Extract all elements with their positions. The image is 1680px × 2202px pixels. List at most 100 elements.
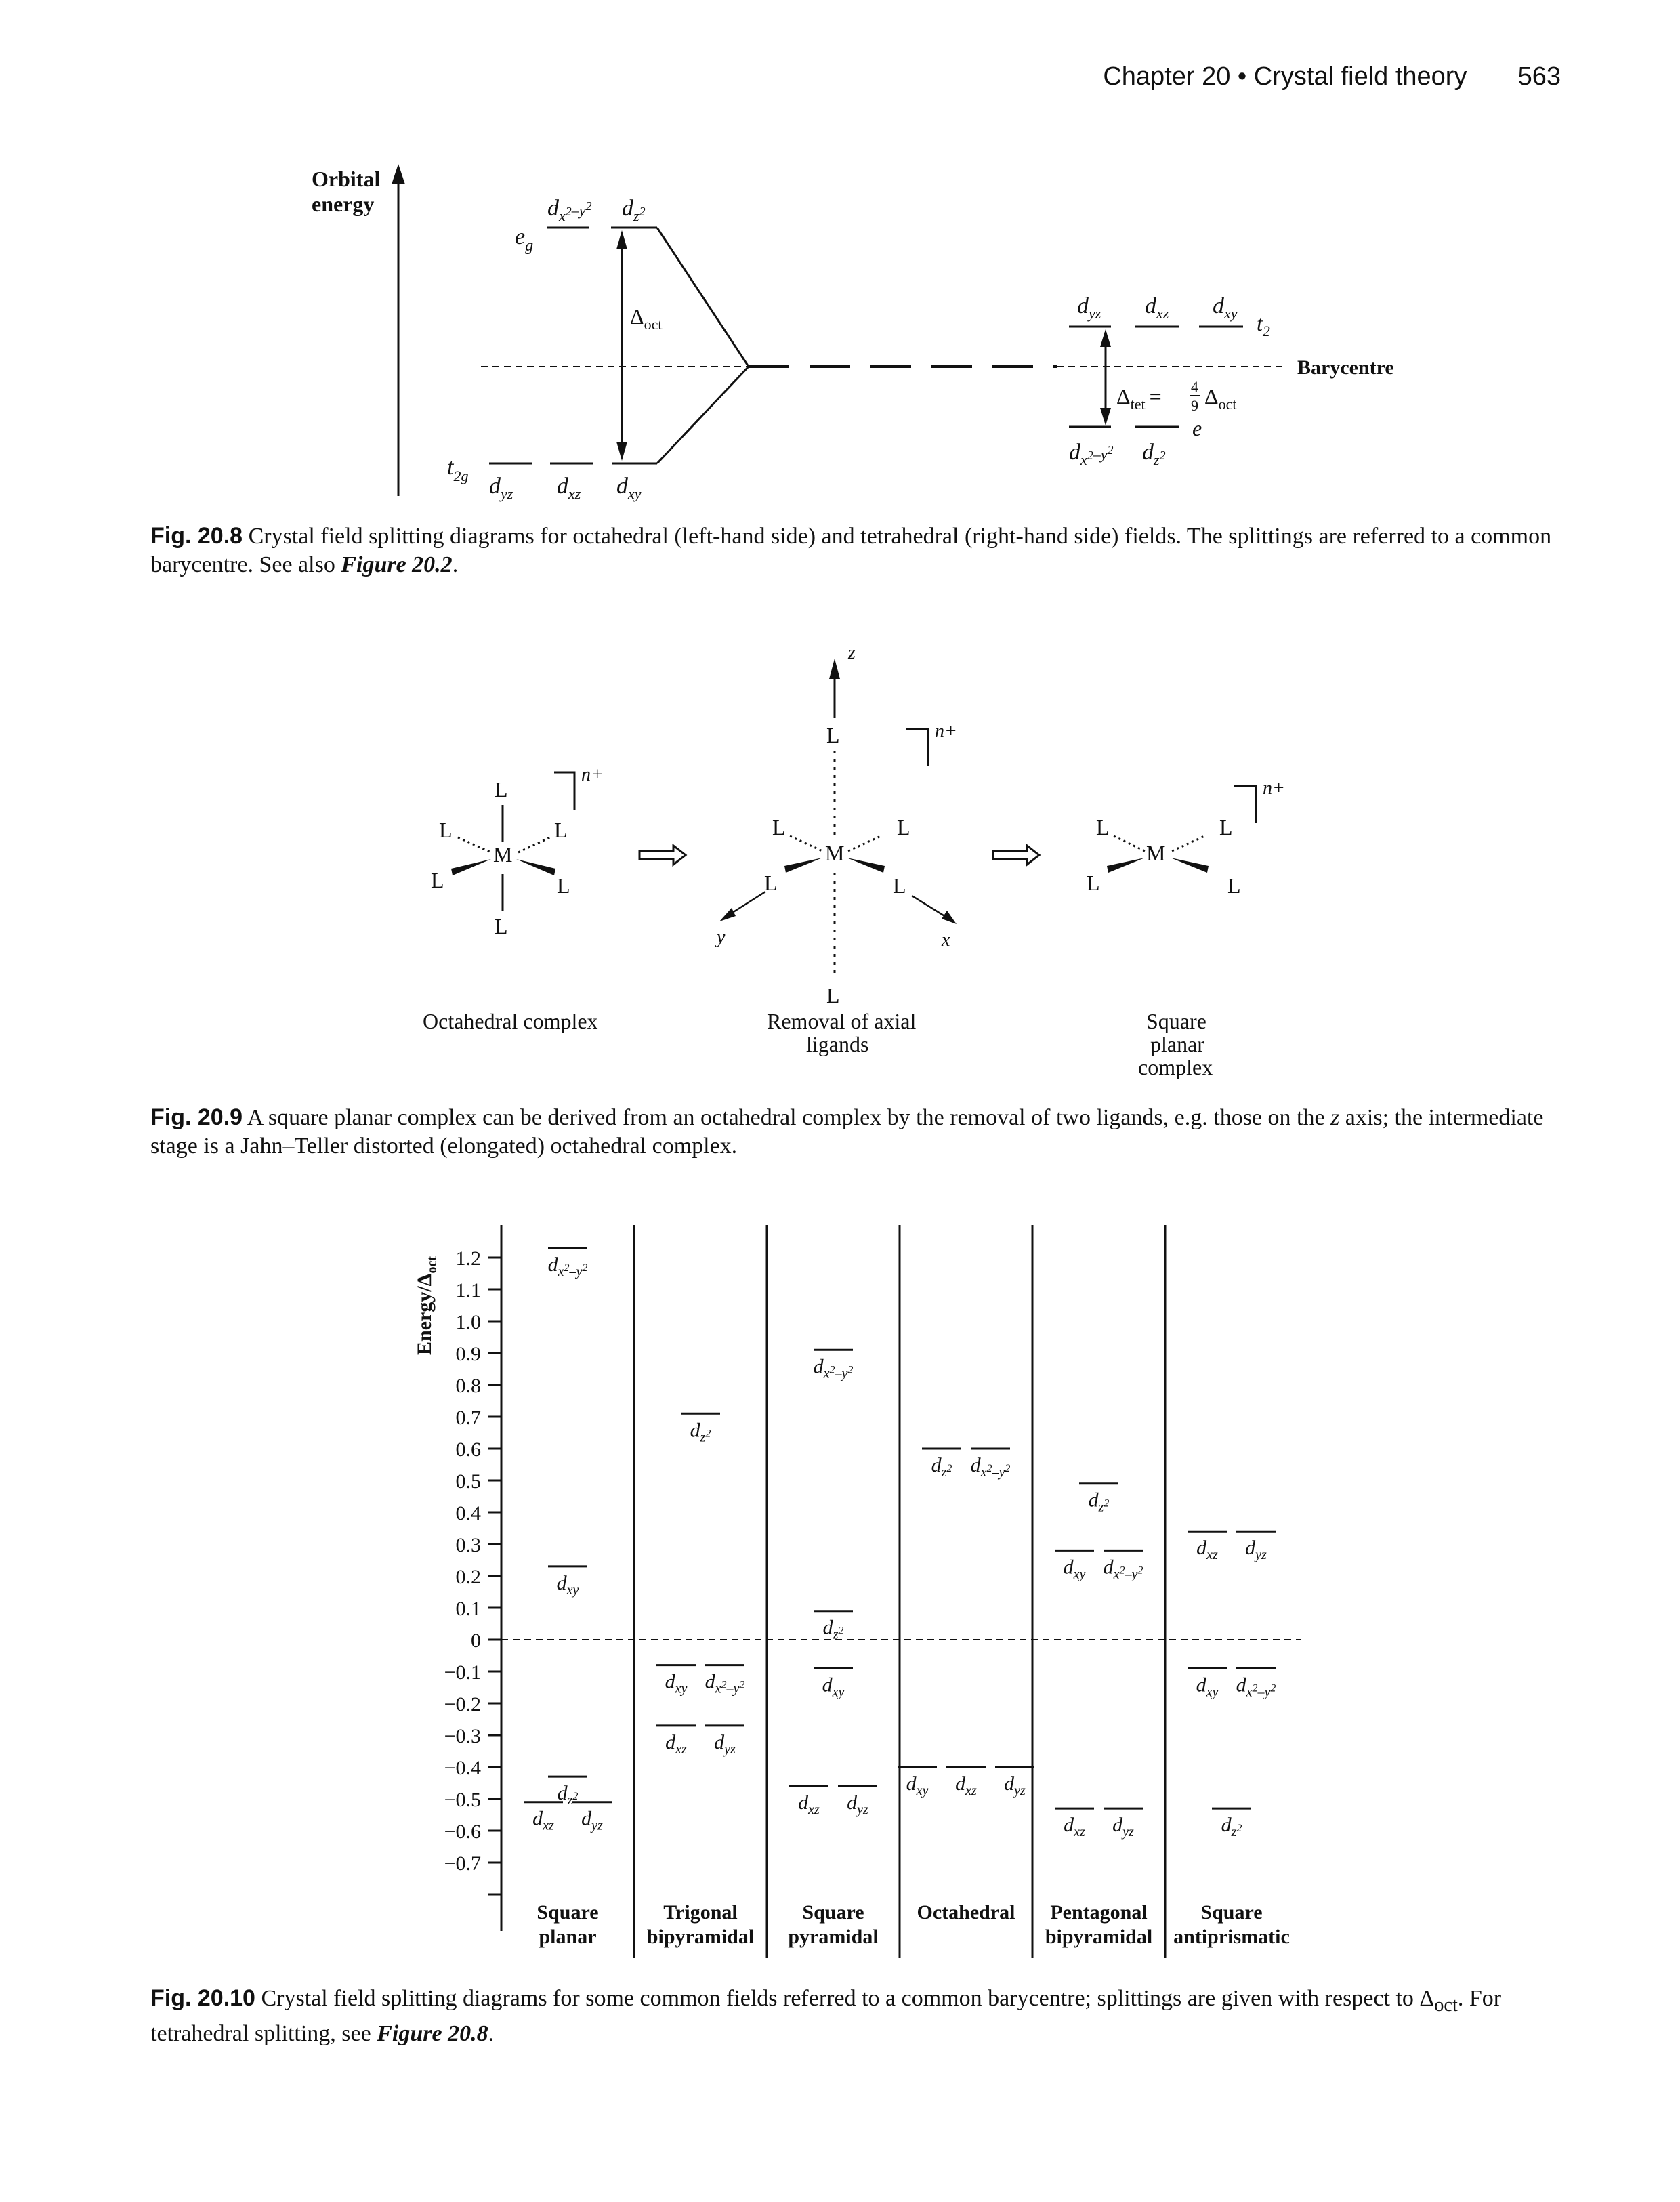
sq-metal-center: M	[1146, 841, 1165, 865]
charge-label: n+	[581, 764, 604, 785]
y-tick-label: −0.5	[444, 1789, 481, 1811]
label-square-line3: complex	[1138, 1055, 1213, 1079]
orbital-label-dxz: dxz	[955, 1772, 977, 1798]
orbital-label-dxz: dxz	[1064, 1814, 1085, 1840]
e-label: e	[1192, 416, 1202, 440]
y-axis-label: y	[715, 927, 726, 948]
sq-ligand-front-right: L	[1227, 873, 1241, 898]
caption-sub: oct	[1434, 1994, 1458, 2016]
caption-text: Crystal field splitting diagrams for oct…	[150, 524, 1552, 577]
t2-label: t2	[1257, 311, 1270, 339]
metal-center-2: M	[825, 841, 844, 865]
ligand-front-left-2: L	[764, 871, 778, 895]
caption-label: Fig. 20.10	[150, 1985, 255, 2011]
caption-fig-20-9: Fig. 20.9 A square planar complex can be…	[150, 1103, 1553, 1161]
y-axis-label: Energy/Δoct	[413, 1256, 440, 1355]
ligand-top: L	[495, 777, 508, 802]
delta-tet-equation: Δtet=	[1116, 384, 1162, 413]
arrow-right-2	[992, 843, 1041, 867]
ligand-back-left-2: L	[772, 815, 786, 839]
chapter-title: Crystal field theory	[1253, 62, 1467, 91]
caption-figure-ref: Figure 20.2	[341, 552, 453, 577]
orbital-label-dx2-y2: dx2–y2	[1104, 1556, 1143, 1581]
geometry-label-2: planar	[539, 1926, 596, 1948]
arrow-right-1	[638, 843, 688, 867]
orbital-label-dz2: dz2	[558, 1782, 579, 1808]
y-tick-label: 0.5	[456, 1470, 482, 1493]
caption-z: z	[1330, 1105, 1340, 1130]
orbital-label-dz2: dz2	[931, 1454, 952, 1480]
orbital-label-dxy: dxy	[665, 1671, 688, 1697]
t2g-label: t2g	[447, 455, 468, 484]
orbital-dxy-oct: dxy	[616, 474, 642, 502]
orbital-label-dx2-y2: dx2–y2	[705, 1671, 745, 1697]
fraction-numerator: 4	[1191, 378, 1198, 395]
geometry-label-2: antiprismatic	[1173, 1926, 1290, 1948]
orbital-label-dx2-y2: dx2–y2	[971, 1454, 1011, 1480]
axial-ligand-top: L	[826, 723, 840, 747]
figure-20-8: Orbital energy Barycentre eg dx2–y2 dz2 …	[312, 164, 1394, 502]
ligand-back-right-2: L	[897, 815, 910, 839]
eg-label: eg	[515, 224, 533, 255]
orbital-dyz-tet: dyz	[1077, 293, 1101, 322]
page-number: 563	[1517, 62, 1561, 91]
figure-20-9: L M L L L L L n+ Octahedral complex z L …	[423, 642, 1285, 1079]
geometry-label: Square	[1200, 1901, 1262, 1924]
z-axis-label: z	[847, 642, 856, 663]
x-axis-label: x	[941, 930, 950, 951]
orbital-label-dx2-y2: dx2–y2	[814, 1355, 854, 1381]
orbital-label-dxy: dxy	[822, 1674, 845, 1699]
axis-label-energy: energy	[312, 192, 374, 216]
y-tick-label: −0.4	[444, 1757, 481, 1779]
orbital-label-dyz: dyz	[847, 1791, 868, 1817]
y-tick-label: 1.1	[456, 1279, 482, 1302]
orbital-label-dxy: dxy	[1196, 1674, 1219, 1699]
y-tick-label: 0.9	[456, 1343, 482, 1365]
geometry-label: Pentagonal	[1050, 1901, 1147, 1924]
orbital-label-dx2-y2: dx2–y2	[1236, 1674, 1276, 1699]
ligand-front-right: L	[557, 873, 570, 898]
y-tick-label: 1.0	[456, 1311, 482, 1333]
y-tick-label: 0.2	[456, 1566, 482, 1588]
barycentre-label: Barycentre	[1297, 356, 1394, 379]
caption-text: A square planar complex can be derived f…	[247, 1105, 1331, 1130]
geometry-label: Octahedral	[917, 1901, 1015, 1924]
axis-label-orbital: Orbital	[312, 167, 380, 191]
y-tick-label: 0.8	[456, 1375, 482, 1397]
orbital-label-dyz: dyz	[1245, 1537, 1267, 1562]
square-planar-structure: L M L L L n+ Square planar complex	[1087, 778, 1285, 1079]
caption-end: .	[452, 552, 459, 577]
geometry-label-2: bipyramidal	[1045, 1926, 1152, 1948]
orbital-label-dxy: dxy	[557, 1572, 579, 1598]
orbital-label-dxz: dxz	[798, 1791, 820, 1817]
metal-center: M	[493, 842, 512, 867]
orbital-dyz-oct: dyz	[489, 474, 513, 502]
orbital-label-dyz: dyz	[1004, 1772, 1026, 1798]
orbital-label-dz2: dz2	[1221, 1814, 1242, 1840]
sq-ligand-front-left: L	[1087, 871, 1100, 895]
orbital-label-dz2: dz2	[823, 1617, 844, 1642]
ligand-back-right: L	[554, 818, 568, 842]
caption-fig-20-10: Fig. 20.10 Crystal field splitting diagr…	[150, 1984, 1553, 2048]
y-tick-label: −0.1	[444, 1661, 481, 1684]
y-tick-label: 1.2	[456, 1247, 482, 1270]
y-tick-label: 0.4	[456, 1502, 482, 1524]
caption-fig-20-8: Fig. 20.8 Crystal field splitting diagra…	[150, 522, 1553, 579]
orbital-label-dxz: dxz	[665, 1731, 687, 1757]
orbital-dxz-tet: dxz	[1145, 293, 1169, 322]
geometry-label: Square	[802, 1901, 864, 1924]
y-tick-label: −0.3	[444, 1725, 481, 1747]
charge-label-3: n+	[1263, 778, 1285, 799]
orbital-label-dz2: dz2	[690, 1419, 711, 1445]
label-removal-line1: Removal of axial	[767, 1009, 916, 1033]
sq-ligand-back-right: L	[1219, 815, 1233, 839]
ligand-back-left: L	[439, 818, 453, 842]
y-tick-label: 0.6	[456, 1438, 482, 1461]
orbital-label-dx2-y2: dx2–y2	[548, 1253, 588, 1279]
caption-text2: . For tetrahedral splitting, see	[150, 1986, 1502, 2046]
y-tick-label: −0.6	[444, 1821, 481, 1843]
energy-levels: dx2–y2 dxy dz2 dxz dyz dz2 dxy dx2–y2 dxz dyz dx2–…	[524, 1247, 1276, 1840]
fraction-denominator: 9	[1191, 397, 1198, 414]
chapter-label: Chapter 20	[1103, 62, 1231, 91]
ligand-front-left: L	[431, 868, 444, 892]
